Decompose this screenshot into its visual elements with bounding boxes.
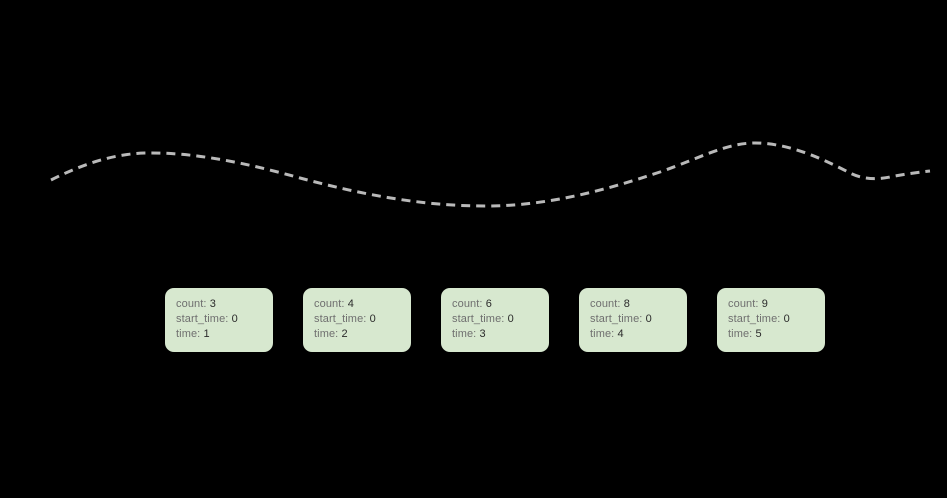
field-label-count: count:	[314, 298, 345, 310]
field-label-time: time:	[590, 328, 615, 340]
node-card-1[interactable]: count: 3 start_time: 0 time: 1	[165, 288, 273, 352]
field-label-time: time:	[452, 328, 477, 340]
field-label-time: time:	[728, 328, 753, 340]
card-field-count: count: 3	[176, 297, 273, 312]
field-label-time: time:	[314, 328, 339, 340]
card-field-count: count: 4	[314, 297, 411, 312]
field-value-start-time: 0	[507, 313, 514, 325]
field-value-start-time: 0	[783, 313, 790, 325]
field-value-time: 3	[479, 328, 486, 340]
field-value-count: 6	[485, 298, 492, 310]
card-field-time: time: 1	[176, 327, 273, 342]
field-label-start-time: start_time:	[452, 313, 505, 325]
dashed-trend-curve-icon	[50, 141, 931, 208]
field-label-time: time:	[176, 328, 201, 340]
field-value-start-time: 0	[369, 313, 376, 325]
card-field-count: count: 6	[452, 297, 549, 312]
node-card-4[interactable]: count: 8 start_time: 0 time: 4	[579, 288, 687, 352]
field-label-start-time: start_time:	[176, 313, 229, 325]
field-value-start-time: 0	[645, 313, 652, 325]
field-label-count: count:	[452, 298, 483, 310]
node-card-5[interactable]: count: 9 start_time: 0 time: 5	[717, 288, 825, 352]
field-value-count: 4	[347, 298, 354, 310]
field-label-start-time: start_time:	[590, 313, 643, 325]
field-value-time: 1	[203, 328, 210, 340]
card-field-count: count: 9	[728, 297, 825, 312]
card-field-time: time: 3	[452, 327, 549, 342]
field-label-count: count:	[728, 298, 759, 310]
field-label-start-time: start_time:	[314, 313, 367, 325]
card-field-count: count: 8	[590, 297, 687, 312]
field-value-start-time: 0	[231, 313, 238, 325]
card-field-start-time: start_time: 0	[452, 312, 549, 327]
card-field-time: time: 4	[590, 327, 687, 342]
card-field-start-time: start_time: 0	[176, 312, 273, 327]
field-value-time: 5	[755, 328, 762, 340]
field-label-count: count:	[176, 298, 207, 310]
field-label-count: count:	[590, 298, 621, 310]
card-field-time: time: 2	[314, 327, 411, 342]
node-card-2[interactable]: count: 4 start_time: 0 time: 2	[303, 288, 411, 352]
field-value-count: 9	[761, 298, 768, 310]
field-label-start-time: start_time:	[728, 313, 781, 325]
card-field-start-time: start_time: 0	[728, 312, 825, 327]
node-card-3[interactable]: count: 6 start_time: 0 time: 3	[441, 288, 549, 352]
card-field-start-time: start_time: 0	[314, 312, 411, 327]
field-value-time: 2	[341, 328, 348, 340]
card-field-time: time: 5	[728, 327, 825, 342]
field-value-count: 3	[209, 298, 216, 310]
field-value-count: 8	[623, 298, 630, 310]
card-field-start-time: start_time: 0	[590, 312, 687, 327]
node-card-row: count: 3 start_time: 0 time: 1 count: 4 …	[165, 288, 825, 352]
field-value-time: 4	[617, 328, 624, 340]
